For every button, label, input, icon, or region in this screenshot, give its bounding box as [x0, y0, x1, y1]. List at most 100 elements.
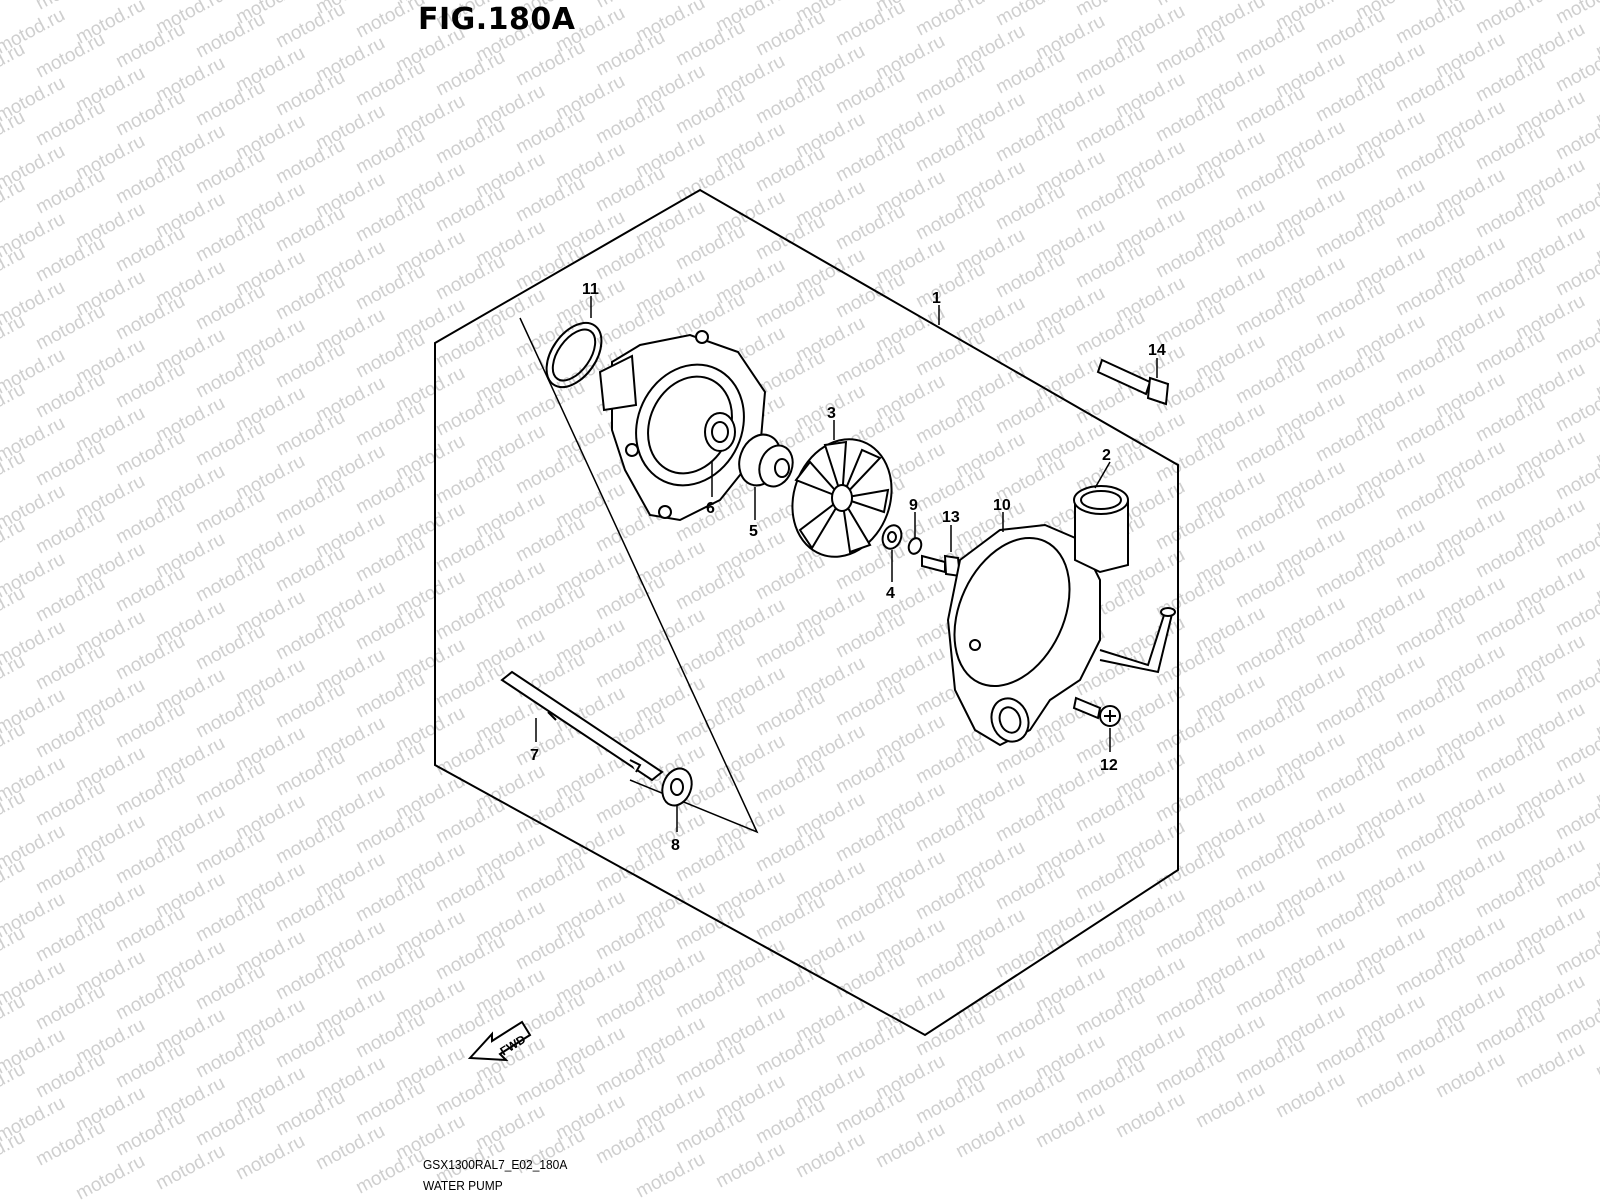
watermark-text: motod.ru	[672, 85, 748, 139]
caption-name: WATER PUMP	[423, 1178, 503, 1193]
watermark-text: motod.ru	[432, 319, 508, 373]
watermark-text: motod.ru	[912, 0, 988, 40]
watermark-text: motod.ru	[352, 737, 428, 791]
watermark-text: motod.ru	[1472, 597, 1548, 651]
figure-title: FIG.180A	[418, 2, 576, 37]
watermark-text: motod.ru	[992, 793, 1068, 847]
thrust-washer-part	[661, 767, 693, 807]
watermark-text: motod.ru	[752, 279, 828, 333]
watermark-text: motod.ru	[592, 639, 668, 693]
watermark-text: motod.ru	[1072, 171, 1148, 225]
watermark-text: motod.ru	[1312, 617, 1388, 671]
watermark-text: motod.ru	[992, 249, 1068, 303]
watermark-text: motod.ru	[1472, 393, 1548, 447]
watermark-text: motod.ru	[1192, 1079, 1268, 1133]
watermark-text: motod.ru	[1152, 433, 1228, 487]
watermark-text: motod.ru	[672, 289, 748, 343]
watermark-text: motod.ru	[912, 939, 988, 993]
watermark-text: motod.ru	[1472, 189, 1548, 243]
watermark-text: motod.ru	[432, 455, 508, 509]
watermark-text: motod.ru	[272, 815, 348, 869]
watermark-text: motod.ru	[1232, 695, 1308, 749]
watermark-text: motod.ru	[672, 561, 748, 615]
callout-8: 8	[671, 837, 680, 854]
watermark-text: motod.ru	[992, 45, 1068, 99]
assembly-outline	[434, 188, 1179, 1037]
watermark-text: motod.ru	[272, 611, 348, 665]
watermark-text: motod.ru	[112, 971, 188, 1025]
watermark-text: motod.ru	[752, 75, 828, 129]
watermark-text: motod.ru	[1392, 879, 1468, 933]
watermark-text: motod.ru	[832, 813, 908, 867]
watermark-text: motod.ru	[272, 67, 348, 121]
watermark-text: motod.ru	[1112, 1089, 1188, 1143]
watermark-text: motod.ru	[352, 57, 428, 111]
watermark-text: motod.ru	[352, 125, 428, 179]
watermark-text: motod.ru	[512, 785, 588, 839]
watermark-text: motod.ru	[32, 505, 108, 559]
watermark-text: motod.ru	[1232, 15, 1308, 69]
watermark-text: motod.ru	[112, 631, 188, 685]
watermark-text: motod.ru	[912, 55, 988, 109]
watermark-text: motod.ru	[192, 757, 268, 811]
watermark-text: motod.ru	[672, 901, 748, 955]
watermark-text: motod.ru	[1392, 743, 1468, 797]
callout-2: 2	[1102, 447, 1111, 464]
callout-3: 3	[827, 405, 836, 422]
watermark-text: motod.ru	[192, 553, 268, 607]
callout-5: 5	[749, 523, 758, 540]
watermark-text: motod.ru	[232, 1131, 308, 1185]
watermark-text: motod.ru	[352, 601, 428, 655]
watermark-text: motod.ru	[1312, 209, 1388, 263]
watermark-text: motod.ru	[592, 231, 668, 285]
watermark-text: motod.ru	[952, 1109, 1028, 1163]
pump-cover-part	[598, 330, 767, 522]
watermark-text: motod.ru	[752, 143, 828, 197]
pump-body-part	[946, 485, 1176, 747]
watermark-text: motod.ru	[752, 823, 828, 877]
watermark-text: motod.ru	[1312, 957, 1388, 1011]
watermark-text: motod.ru	[432, 795, 508, 849]
watermark-text: motod.ru	[1312, 549, 1388, 603]
watermark-text: motod.ru	[752, 551, 828, 605]
watermark-text: motod.ru	[912, 395, 988, 449]
watermark-text: motod.ru	[432, 931, 508, 985]
watermark-text: motod.ru	[632, 1149, 708, 1200]
watermark-text: motod.ru	[1152, 501, 1228, 555]
watermark-text: motod.ru	[992, 929, 1068, 983]
watermark-text: motod.ru	[1392, 675, 1468, 729]
watermark-text: motod.ru	[832, 609, 908, 663]
watermark-text: motod.ru	[272, 135, 348, 189]
watermark-text: motod.ru	[672, 17, 748, 71]
watermark-text: motod.ru	[792, 1129, 868, 1183]
body-screw-part	[1072, 696, 1121, 727]
watermark-text: motod.ru	[432, 523, 508, 577]
watermark-text: motod.ru	[192, 9, 268, 63]
watermark-text: motod.ru	[432, 183, 508, 237]
watermark-text: motod.ru	[1472, 121, 1548, 175]
watermark-text: motod.ru	[272, 951, 348, 1005]
watermark-text: motod.ru	[192, 213, 268, 267]
watermark-text: motod.ru	[1072, 783, 1148, 837]
watermark-text: motod.ru	[432, 659, 508, 713]
watermark-text: motod.ru	[1072, 1055, 1148, 1109]
watermark-text: motod.ru	[192, 1029, 268, 1083]
callout-4: 4	[886, 585, 895, 602]
watermark-text: motod.ru	[432, 727, 508, 781]
watermark-text: motod.ru	[512, 37, 588, 91]
watermark-text: motod.ru	[32, 165, 108, 219]
watermark-text: motod.ru	[1472, 665, 1548, 719]
watermark-text: motod.ru	[912, 735, 988, 789]
watermark-text: motod.ru	[32, 369, 108, 423]
watermark-text: motod.ru	[352, 1145, 428, 1199]
watermark-text: motod.ru	[1472, 1005, 1548, 1059]
watermark-text: motod.ru	[1312, 753, 1388, 807]
callout-13: 13	[942, 509, 960, 526]
watermark-text: motod.ru	[32, 437, 108, 491]
watermark-text: motod.ru	[352, 1077, 428, 1131]
watermark-text: motod.ru	[1032, 1099, 1108, 1153]
watermark-text: motod.ru	[32, 573, 108, 627]
watermark-text: motod.ru	[1392, 1015, 1468, 1069]
watermark-text: motod.ru	[1472, 0, 1548, 38]
